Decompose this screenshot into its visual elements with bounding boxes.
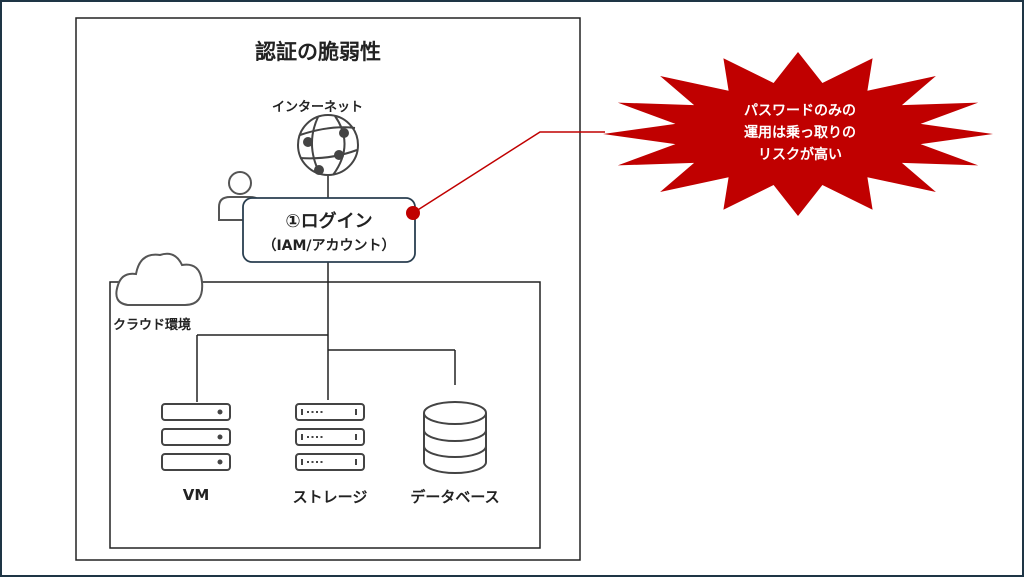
callout-line-2: 運用は乗っ取りの: [744, 125, 856, 141]
globe-icon: [297, 114, 359, 176]
vm-label: VM: [182, 486, 210, 504]
outer-box: [75, 17, 581, 561]
internet-label: インターネット: [272, 100, 364, 115]
login-title: ①ログイン: [285, 211, 373, 232]
login-subtitle: （IAM/アカウント）: [262, 238, 396, 254]
database-icon: [423, 401, 487, 474]
cloud-icon: [115, 252, 204, 306]
callout-line-1: パスワードのみの: [744, 103, 856, 119]
connector-lines: [196, 175, 456, 402]
callout-starburst: [603, 52, 993, 216]
server-icon: [161, 403, 231, 471]
cloud-box: [109, 281, 541, 549]
callout-line: [412, 131, 605, 214]
callout-line-3: リスクが高い: [758, 147, 842, 163]
database-label: データベース: [410, 488, 500, 506]
storage-label: ストレージ: [292, 488, 368, 506]
storage-icon: [295, 403, 365, 471]
callout-text: パスワードのみの 運用は乗っ取りの リスクが高い: [700, 100, 900, 166]
cloud-label: クラウド環境: [113, 318, 192, 333]
page-title: 認証の脆弱性: [255, 40, 381, 64]
risk-marker: [406, 206, 420, 220]
login-box: [242, 197, 416, 263]
